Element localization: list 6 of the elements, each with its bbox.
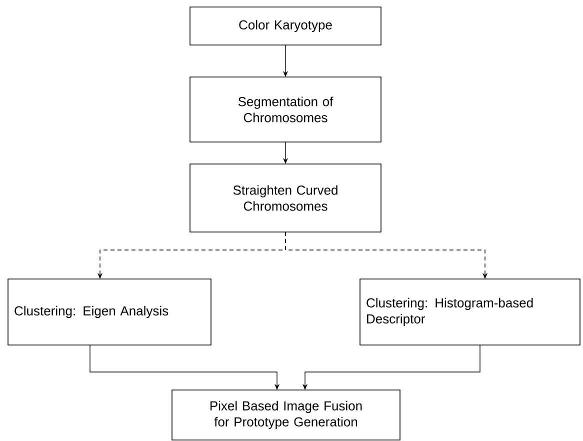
process-box: Segmentation of Chromosomes <box>190 76 382 142</box>
process-box: Color Karyotype <box>190 6 382 46</box>
process-box: Pixel Based Image Fusion for Prototype Generation <box>172 390 400 440</box>
process-box: Clustering: Histogram-based Descriptor <box>360 278 580 346</box>
process-box: Clustering: Eigen Analysis <box>8 278 212 346</box>
process-box: Straighten Curved Chromosomes <box>190 164 382 232</box>
